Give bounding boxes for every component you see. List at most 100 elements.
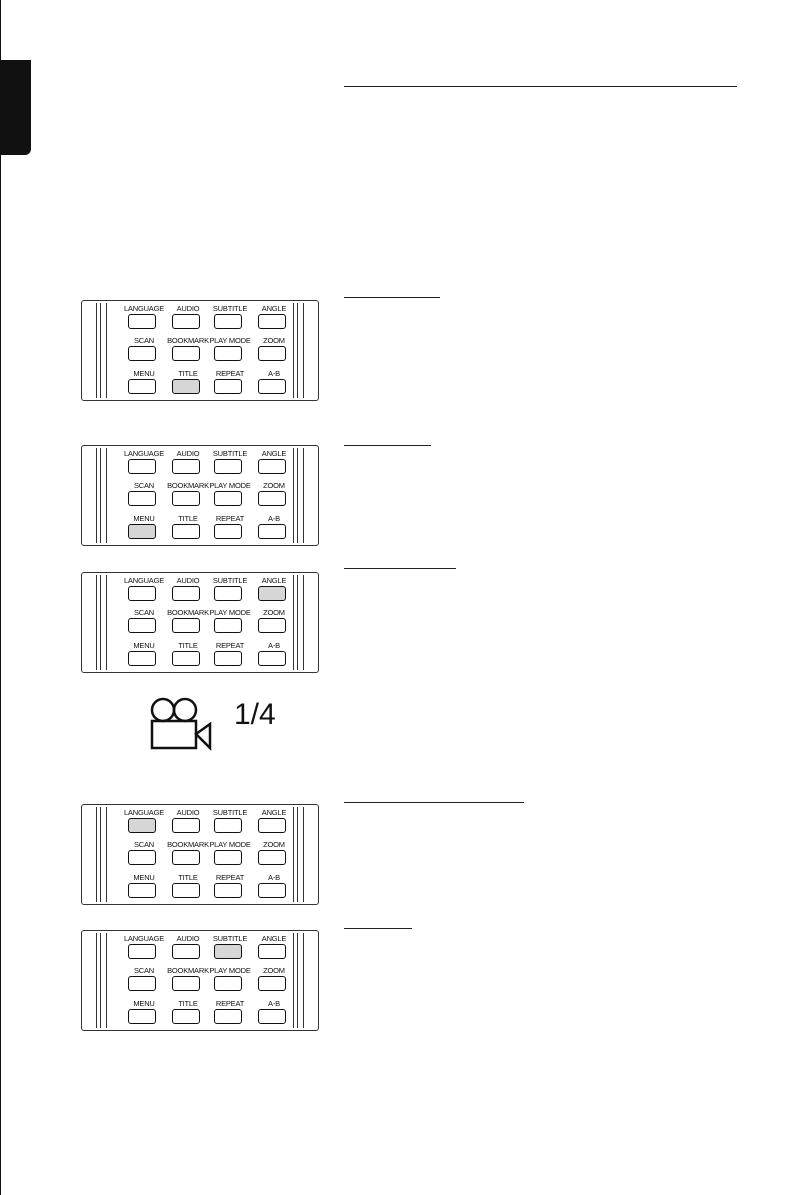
key-label: SCAN (133, 481, 155, 490)
key-button (172, 1009, 200, 1024)
key-label: TITLE (178, 999, 198, 1008)
key-label: A-B (268, 641, 280, 650)
key-zoom: ZOOM (244, 840, 304, 870)
key-button (258, 818, 286, 833)
key-scan: SCAN (114, 481, 174, 511)
key-repeat: REPEAT (200, 369, 260, 399)
key-button (214, 976, 242, 991)
key-play-mode: PLAY MODE (200, 608, 260, 638)
remote-edge-right (293, 933, 304, 1028)
key-repeat: REPEAT (200, 514, 260, 544)
key-menu: MENU (114, 999, 174, 1029)
key-menu: MENU (114, 514, 174, 544)
language-tab (0, 60, 31, 155)
section-heading-rule (344, 297, 440, 298)
key-label: AUDIO (176, 449, 200, 458)
key-scan: SCAN (114, 840, 174, 870)
key-button (172, 459, 200, 474)
key-label: TITLE (178, 369, 198, 378)
key-repeat: REPEAT (200, 641, 260, 671)
key-menu: MENU (114, 641, 174, 671)
key-bookmark: BOOKMARK (158, 608, 218, 638)
highlighted-key-button (128, 818, 156, 833)
key-title: TITLE (158, 873, 218, 903)
key-label: A-B (268, 514, 280, 523)
key-a-b: A-B (244, 999, 304, 1029)
key-language: LANGUAGE (114, 304, 174, 334)
key-subtitle: SUBTITLE (200, 449, 260, 479)
key-label: BOOKMARK (167, 840, 209, 849)
key-label: ZOOM (263, 966, 285, 975)
key-button (214, 524, 242, 539)
key-zoom: ZOOM (244, 608, 304, 638)
key-zoom: ZOOM (244, 481, 304, 511)
key-subtitle: SUBTITLE (200, 304, 260, 334)
key-angle: ANGLE (244, 576, 304, 606)
key-label: ZOOM (263, 840, 285, 849)
key-button (128, 850, 156, 865)
key-button (172, 976, 200, 991)
key-label: SCAN (133, 840, 155, 849)
key-button (172, 314, 200, 329)
key-label: MENU (133, 641, 155, 650)
key-label: A-B (268, 999, 280, 1008)
remote-edge-left (96, 807, 107, 902)
key-button (214, 818, 242, 833)
key-button (214, 379, 242, 394)
key-label: ZOOM (263, 336, 285, 345)
remote-edge-left (96, 303, 107, 398)
key-button (128, 944, 156, 959)
key-label: SUBTITLE (212, 304, 248, 313)
camera-icon (150, 697, 212, 752)
key-button (214, 491, 242, 506)
top-rule (344, 86, 737, 87)
key-button (172, 883, 200, 898)
key-button (172, 618, 200, 633)
key-label: ANGLE (261, 576, 287, 585)
key-label: PLAY MODE (209, 481, 251, 490)
key-label: ANGLE (261, 449, 287, 458)
key-button (214, 346, 242, 361)
key-scan: SCAN (114, 966, 174, 996)
key-title: TITLE (158, 369, 218, 399)
key-play-mode: PLAY MODE (200, 336, 260, 366)
key-label: ANGLE (261, 808, 287, 817)
key-button (172, 944, 200, 959)
key-label: BOOKMARK (167, 966, 209, 975)
key-label: BOOKMARK (167, 608, 209, 617)
key-angle: ANGLE (244, 304, 304, 334)
key-label: BOOKMARK (167, 336, 209, 345)
key-menu: MENU (114, 873, 174, 903)
key-zoom: ZOOM (244, 336, 304, 366)
key-label: AUDIO (176, 576, 200, 585)
key-button (258, 346, 286, 361)
key-label: A-B (268, 873, 280, 882)
key-label: REPEAT (215, 514, 245, 523)
key-label: LANGUAGE (123, 934, 165, 943)
key-button (214, 850, 242, 865)
highlighted-key-button (128, 524, 156, 539)
key-button (214, 651, 242, 666)
key-repeat: REPEAT (200, 873, 260, 903)
key-label: AUDIO (176, 934, 200, 943)
key-language: LANGUAGE (114, 808, 174, 838)
section-heading-rule (344, 445, 431, 446)
key-a-b: A-B (244, 369, 304, 399)
key-button (172, 818, 200, 833)
key-label: REPEAT (215, 641, 245, 650)
key-play-mode: PLAY MODE (200, 481, 260, 511)
key-button (258, 491, 286, 506)
key-button (258, 944, 286, 959)
key-button (172, 524, 200, 539)
key-bookmark: BOOKMARK (158, 336, 218, 366)
key-label: TITLE (178, 873, 198, 882)
key-repeat: REPEAT (200, 999, 260, 1029)
key-angle: ANGLE (244, 808, 304, 838)
remote-edge-right (293, 807, 304, 902)
section-heading-rule (344, 802, 524, 803)
key-label: SCAN (133, 608, 155, 617)
key-scan: SCAN (114, 608, 174, 638)
